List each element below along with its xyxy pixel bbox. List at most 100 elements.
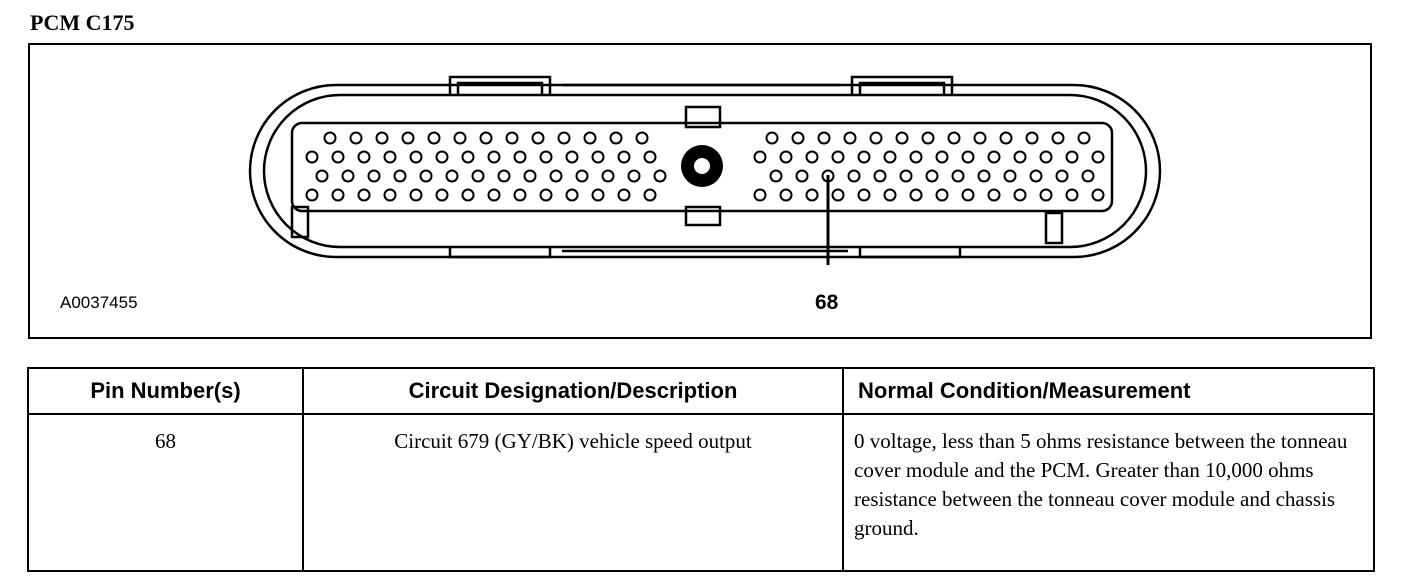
pin-hole bbox=[1091, 150, 1105, 164]
table-row: 68 Circuit 679 (GY/BK) vehicle speed out… bbox=[27, 413, 1375, 572]
pin-hole bbox=[805, 188, 819, 202]
pin-hole bbox=[315, 169, 329, 183]
pin-hole bbox=[791, 131, 805, 145]
pin-hole bbox=[513, 150, 527, 164]
pin-hole bbox=[779, 188, 793, 202]
top-latch-left bbox=[448, 75, 552, 95]
diagram-title: PCM C175 bbox=[30, 10, 135, 35]
pin-hole bbox=[575, 169, 589, 183]
pin-hole bbox=[487, 188, 501, 202]
pin-hole bbox=[961, 150, 975, 164]
pin-hole bbox=[1025, 131, 1039, 145]
pin-hole bbox=[843, 131, 857, 145]
pin-hole bbox=[753, 188, 767, 202]
pin-hole bbox=[857, 188, 871, 202]
pin-hole bbox=[523, 169, 537, 183]
pin-hole bbox=[873, 169, 887, 183]
pin-hole bbox=[461, 188, 475, 202]
pin-hole bbox=[497, 169, 511, 183]
pin-hole bbox=[925, 169, 939, 183]
pin-hole bbox=[817, 131, 831, 145]
pin-hole bbox=[435, 188, 449, 202]
pin-hole bbox=[961, 188, 975, 202]
pin-hole bbox=[341, 169, 355, 183]
pin-hole bbox=[987, 188, 1001, 202]
pin-hole bbox=[401, 131, 415, 145]
pin-hole bbox=[643, 188, 657, 202]
key-tab-top bbox=[684, 105, 722, 129]
pin-hole bbox=[653, 169, 667, 183]
pin-hole bbox=[617, 188, 631, 202]
pin-hole bbox=[617, 150, 631, 164]
bottom-latch-right bbox=[858, 247, 962, 259]
pin-hole bbox=[1039, 188, 1053, 202]
pin-hole bbox=[557, 131, 571, 145]
pin-hole bbox=[753, 150, 767, 164]
pin-hole bbox=[349, 131, 363, 145]
connector-inner-shell bbox=[262, 93, 1148, 249]
pin-hole bbox=[427, 131, 441, 145]
pin-hole bbox=[479, 131, 493, 145]
pin-hole bbox=[383, 188, 397, 202]
pin-hole bbox=[331, 150, 345, 164]
pin-hole bbox=[565, 150, 579, 164]
pin-hole bbox=[869, 131, 883, 145]
pin-hole bbox=[513, 188, 527, 202]
pin-hole bbox=[947, 131, 961, 145]
pin-hole bbox=[921, 131, 935, 145]
pin-hole bbox=[1077, 131, 1091, 145]
pin-hole bbox=[643, 150, 657, 164]
pin-hole bbox=[883, 188, 897, 202]
bottom-latch-left bbox=[448, 247, 552, 259]
pin-callout-label: 68 bbox=[815, 291, 839, 314]
header-circuit-description: Circuit Designation/Description bbox=[302, 367, 844, 415]
pin-hole bbox=[1065, 150, 1079, 164]
pin-hole bbox=[795, 169, 809, 183]
pin-hole bbox=[1029, 169, 1043, 183]
pin-hole bbox=[453, 131, 467, 145]
pin-hole bbox=[305, 188, 319, 202]
pin-hole bbox=[973, 131, 987, 145]
header-pin-number: Pin Number(s) bbox=[27, 367, 304, 415]
figure-id: A0037455 bbox=[60, 293, 138, 312]
pin-hole bbox=[445, 169, 459, 183]
table-header-row: Pin Number(s) Circuit Designation/Descri… bbox=[27, 367, 1375, 415]
pin-hole bbox=[409, 188, 423, 202]
pin-hole bbox=[409, 150, 423, 164]
pin-hole bbox=[601, 169, 615, 183]
pin-hole bbox=[1051, 131, 1065, 145]
pin-hole bbox=[765, 131, 779, 145]
pin-hole bbox=[471, 169, 485, 183]
pin-holes bbox=[305, 131, 1105, 202]
pin-hole bbox=[419, 169, 433, 183]
pin-hole bbox=[951, 169, 965, 183]
pin-hole bbox=[987, 150, 1001, 164]
cell-measurement: 0 voltage, less than 5 ohms resistance b… bbox=[842, 413, 1375, 572]
pin-hole bbox=[531, 131, 545, 145]
pin-hole bbox=[1081, 169, 1095, 183]
pin-hole bbox=[627, 169, 641, 183]
pin-hole bbox=[583, 131, 597, 145]
pin-hole bbox=[635, 131, 649, 145]
pin-hole bbox=[383, 150, 397, 164]
cell-description: Circuit 679 (GY/BK) vehicle speed output bbox=[302, 413, 844, 572]
pin-hole bbox=[857, 150, 871, 164]
center-bolt-icon bbox=[681, 145, 723, 187]
pin-hole bbox=[909, 150, 923, 164]
pin-table: Pin Number(s) Circuit Designation/Descri… bbox=[27, 367, 1375, 572]
pin-hole bbox=[505, 131, 519, 145]
cell-pin: 68 bbox=[27, 413, 304, 572]
pin-hole bbox=[779, 150, 793, 164]
pin-hole bbox=[375, 131, 389, 145]
pin-hole bbox=[899, 169, 913, 183]
header-normal-condition: Normal Condition/Measurement bbox=[842, 367, 1375, 415]
pin-hole bbox=[539, 150, 553, 164]
pin-hole bbox=[591, 188, 605, 202]
pin-hole bbox=[1091, 188, 1105, 202]
pin-hole bbox=[609, 131, 623, 145]
pin-hole bbox=[539, 188, 553, 202]
connector-diagram-panel: A0037455 68 bbox=[28, 43, 1372, 339]
key-tab-bottom bbox=[684, 205, 722, 227]
pin-hole bbox=[331, 188, 345, 202]
pin-hole bbox=[1055, 169, 1069, 183]
